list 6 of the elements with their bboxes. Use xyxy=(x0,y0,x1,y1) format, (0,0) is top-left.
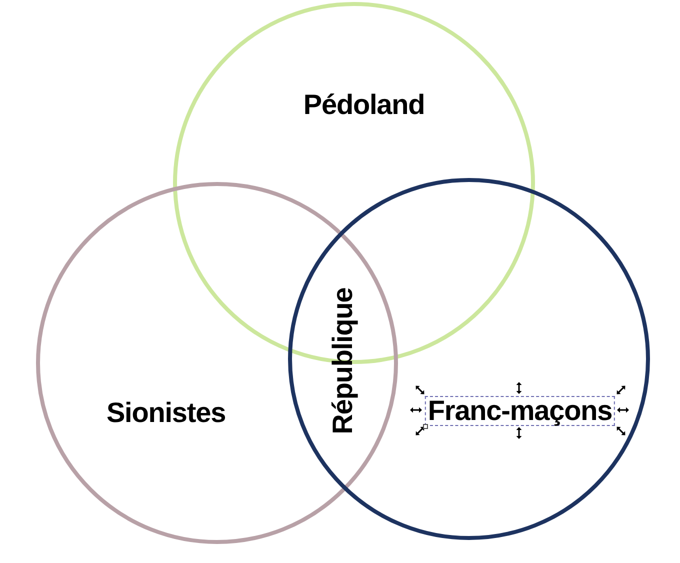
circle-label: Pédoland xyxy=(303,91,425,119)
venn-circle xyxy=(288,178,650,540)
venn-circle xyxy=(36,182,398,544)
region-label: République xyxy=(329,288,357,434)
circle-label: Franc-maçons xyxy=(424,396,616,426)
circle-label: Sionistes xyxy=(106,399,226,427)
